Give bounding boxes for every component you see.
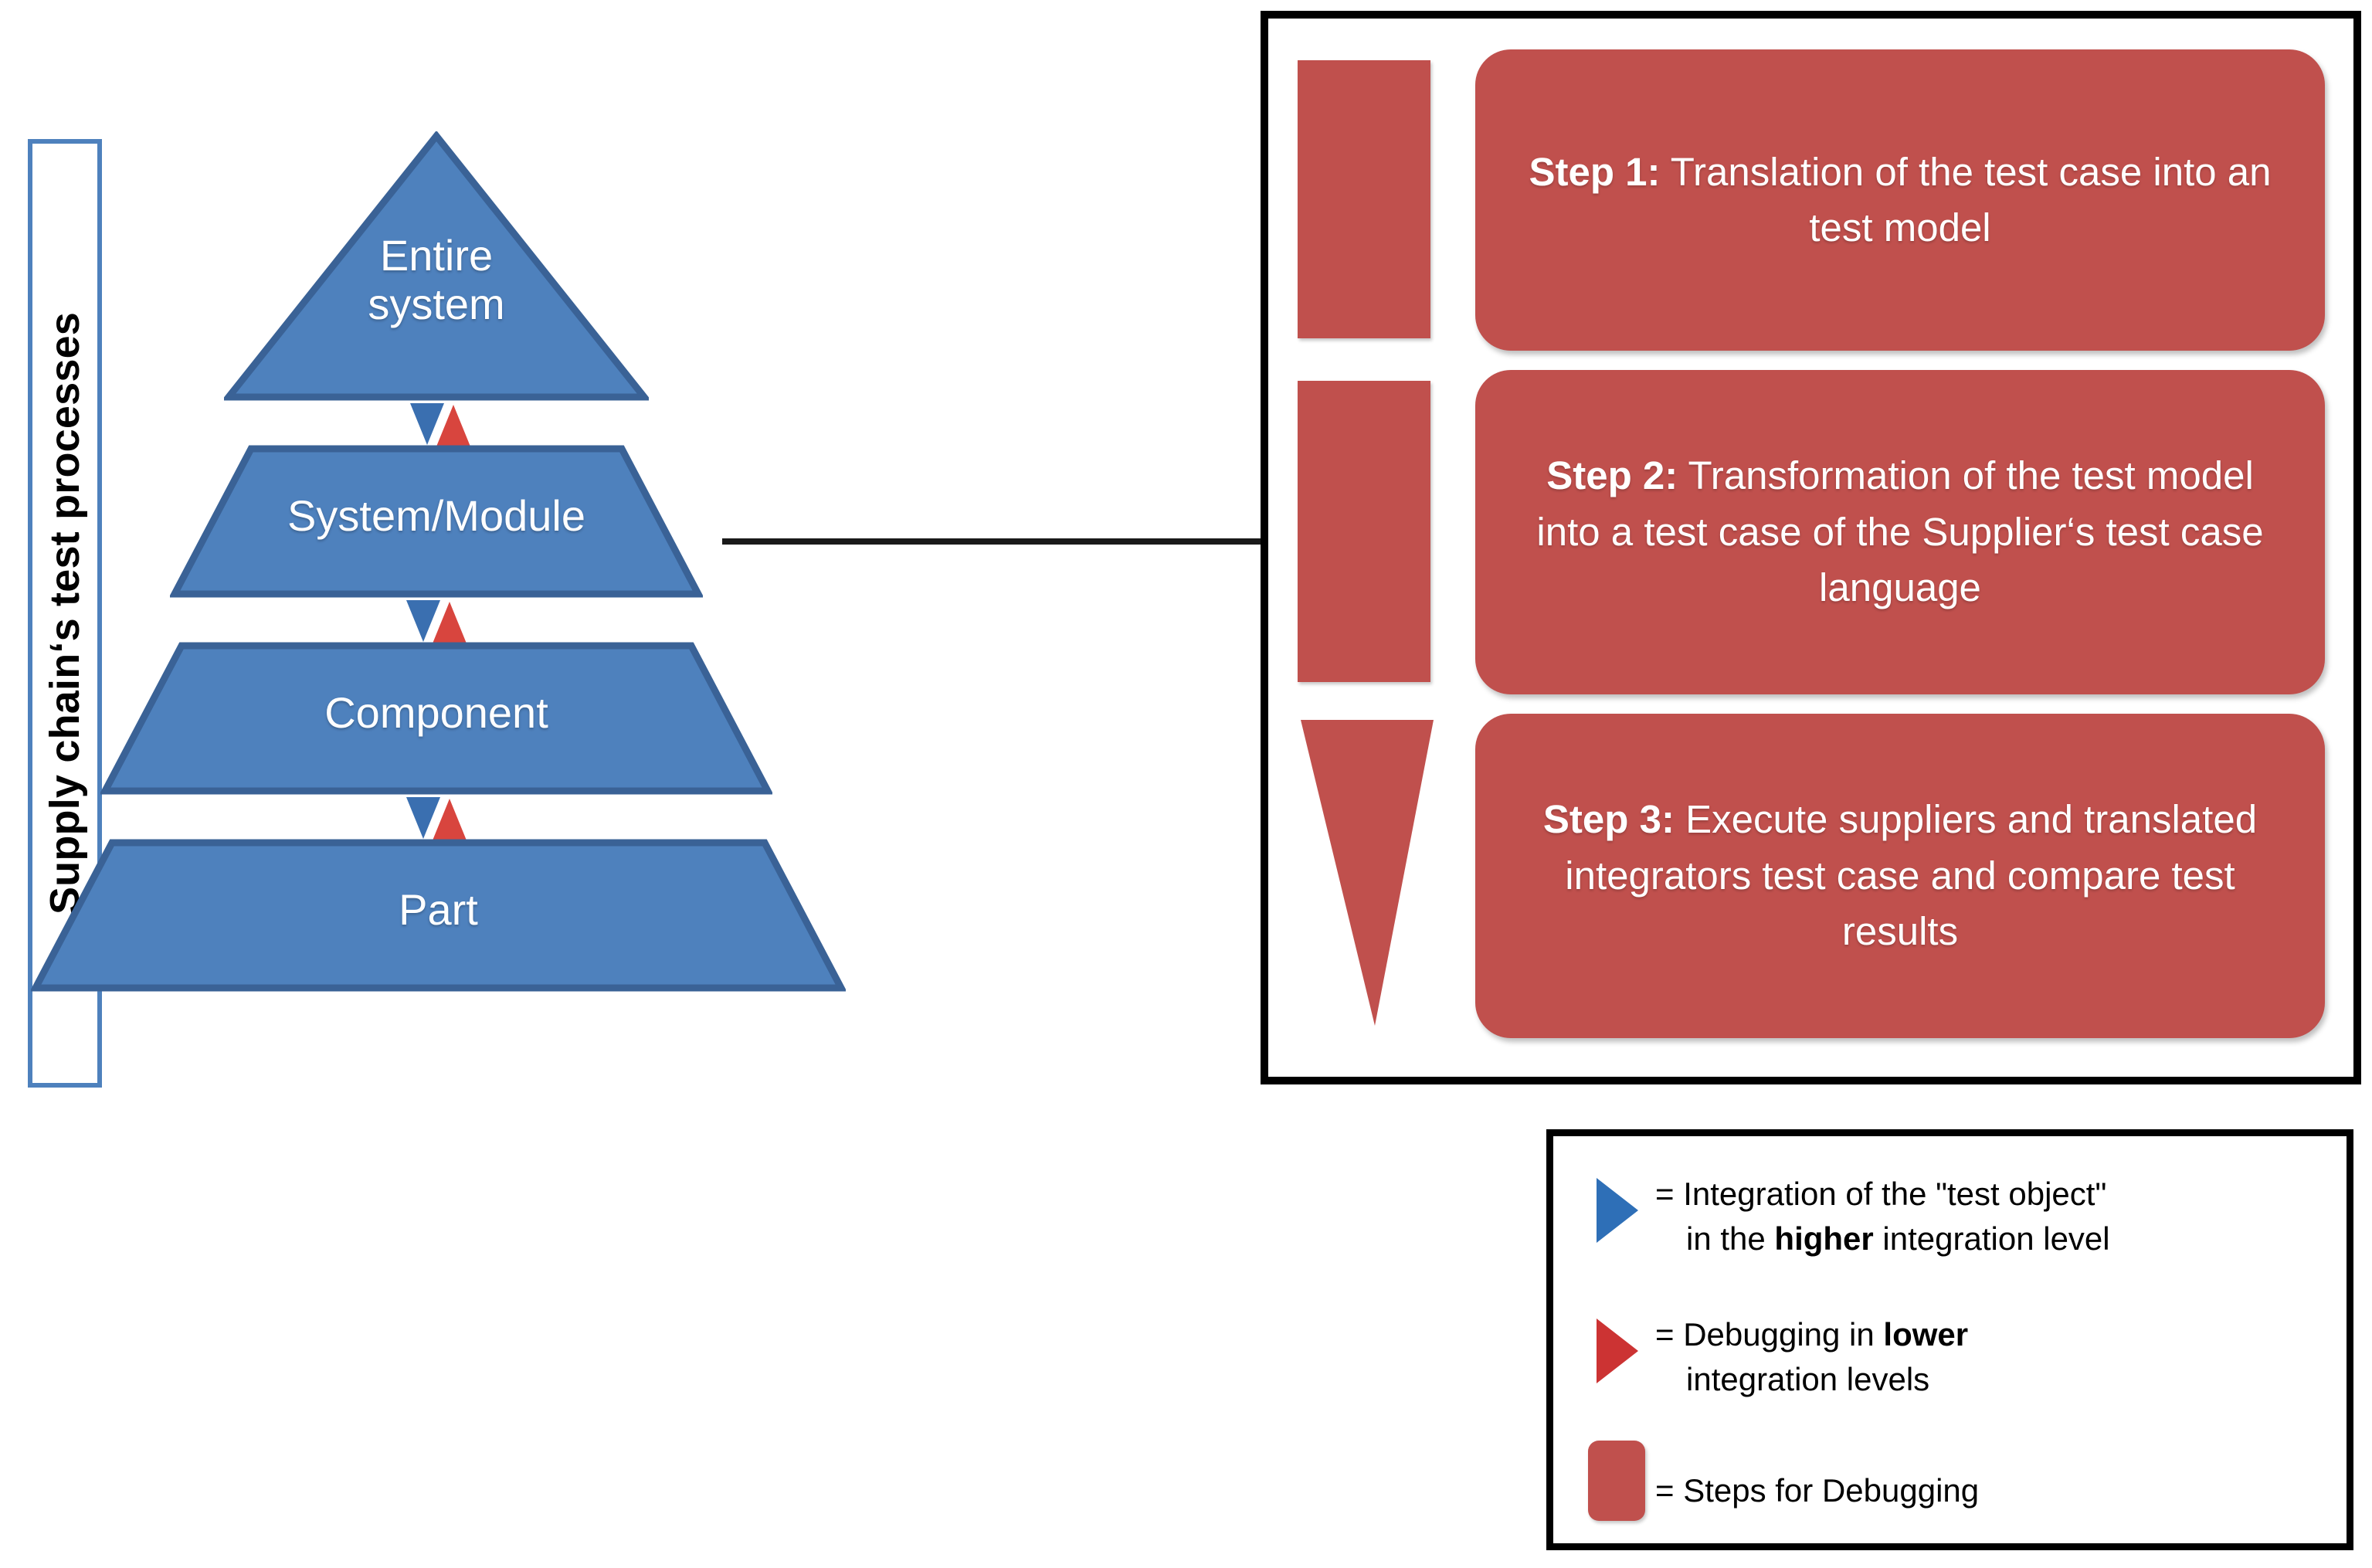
legend-line-2: in the higher integration level bbox=[1655, 1217, 2110, 1261]
pyramid-tier-system-module[interactable]: System/Module bbox=[170, 444, 703, 599]
step-box-1[interactable]: Step 1: Translation of the test case int… bbox=[1475, 49, 2325, 351]
step-prefix-2: Step 2: bbox=[1546, 453, 1678, 498]
legend-line-1-bold: lower bbox=[1883, 1316, 1969, 1352]
step-body-2: Transformation of the test model into a … bbox=[1536, 453, 2264, 610]
red-rounded-rect-icon bbox=[1578, 1437, 1655, 1521]
pyramid-marker-pair-2 bbox=[402, 597, 471, 659]
legend-swatch-red bbox=[1588, 1441, 1645, 1521]
step-text-3: Step 3: Execute suppliers and translated… bbox=[1519, 792, 2282, 959]
step-bar-1 bbox=[1298, 60, 1430, 338]
step-body-1: Translation of the test case into an tes… bbox=[1660, 149, 2272, 249]
step-text-1: Step 1: Translation of the test case int… bbox=[1519, 144, 2282, 256]
callout-connector-line bbox=[722, 538, 1263, 545]
legend-text-steps: = Steps for Debugging bbox=[1655, 1472, 1980, 1509]
legend-text-debugging: = Debugging in lower integration levels bbox=[1655, 1312, 1968, 1402]
supply-chain-label-text: Supply chain‘s test processes bbox=[42, 311, 89, 915]
legend-line-2-post: integration level bbox=[1873, 1220, 2110, 1257]
legend-line-2: integration levels bbox=[1686, 1360, 1930, 1397]
pyramid-tier-entire-system[interactable]: Entire system bbox=[224, 131, 649, 402]
step-row-1: Step 1: Translation of the test case int… bbox=[1268, 49, 2353, 351]
pyramid-marker-pair-1 bbox=[406, 400, 475, 462]
step-bar-2 bbox=[1298, 381, 1430, 682]
pyramid-marker-pair-3 bbox=[402, 794, 471, 856]
debugging-steps-panel: Step 1: Translation of the test case int… bbox=[1261, 11, 2361, 1084]
step-box-2[interactable]: Step 2: Transformation of the test model… bbox=[1475, 370, 2325, 694]
test-level-pyramid: Entire system System/Module bbox=[31, 131, 1197, 1097]
legend-line-1-pre: = Debugging in bbox=[1655, 1316, 1884, 1352]
legend-panel: = Integration of the "test object" in th… bbox=[1546, 1129, 2353, 1550]
pyramid-tier-component[interactable]: Component bbox=[100, 641, 772, 796]
legend-line-2-pre: in the bbox=[1686, 1220, 1775, 1257]
legend-item-debugging: = Debugging in lower integration levels bbox=[1578, 1312, 2335, 1402]
legend-line-1: = Debugging in lower bbox=[1655, 1316, 1968, 1352]
legend-item-integration: = Integration of the "test object" in th… bbox=[1578, 1172, 2335, 1261]
legend-text-integration: = Integration of the "test object" in th… bbox=[1655, 1172, 2110, 1261]
step-prefix-3: Step 3: bbox=[1542, 797, 1675, 842]
step-text-2: Step 2: Transformation of the test model… bbox=[1519, 448, 2282, 616]
pyramid-tier-part[interactable]: Part bbox=[31, 838, 846, 993]
blue-right-triangle-icon bbox=[1578, 1172, 1655, 1246]
red-right-triangle-icon bbox=[1578, 1312, 1655, 1386]
step-body-3: Execute suppliers and translated integra… bbox=[1565, 797, 2258, 954]
legend-line-1: = Integration of the "test object" bbox=[1655, 1176, 2107, 1212]
step-prefix-1: Step 1: bbox=[1529, 149, 1661, 194]
step-bar-3-tapered-arrow bbox=[1298, 718, 1437, 1027]
legend-item-steps: = Steps for Debugging bbox=[1578, 1437, 2335, 1521]
step-row-2: Step 2: Transformation of the test model… bbox=[1268, 370, 2353, 694]
step-box-3[interactable]: Step 3: Execute suppliers and translated… bbox=[1475, 714, 2325, 1038]
legend-line-2-bold: higher bbox=[1774, 1220, 1874, 1257]
step-row-3: Step 3: Execute suppliers and translated… bbox=[1268, 714, 2353, 1038]
